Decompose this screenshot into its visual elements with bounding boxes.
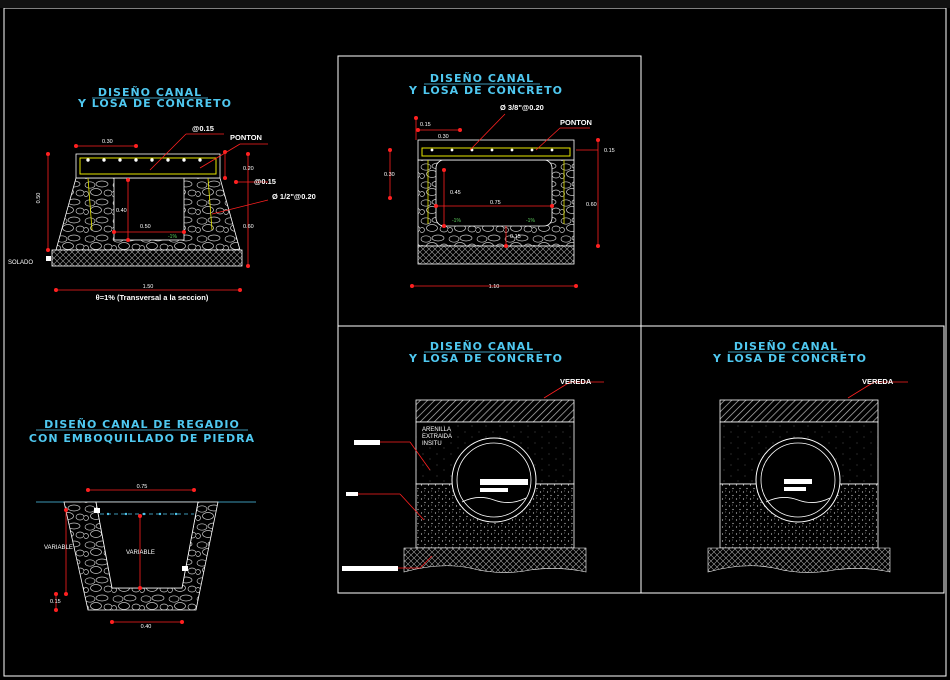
- panel-a-dim-left: 0.50: [36, 193, 42, 204]
- panel-b-dim-right: 0.60: [586, 202, 597, 208]
- panel-e-water-section: [95, 501, 199, 589]
- panel-e-dim-bottom-width: 0.40: [141, 624, 152, 630]
- panel-e-label-variable-mid: VARIABLE: [126, 550, 155, 556]
- panel-b-slope-left: -1%: [452, 218, 461, 224]
- panel-d-pipe-tag1: [784, 479, 812, 484]
- panel-d-pipe-tag2: [784, 487, 806, 491]
- panel-c-pipe-tag1: [480, 479, 528, 485]
- panel-b-dim-left: 0.30: [384, 172, 395, 178]
- panel-c-fill-note-2: EXTRAIDA: [422, 434, 452, 440]
- panel-c-pipe-section[interactable]: DISEÑO CANAL Y LOSA DE CONCRETO ARENILLA…: [342, 340, 604, 573]
- panel-d-pipe-section[interactable]: DISEÑO CANAL Y LOSA DE CONCRETO VEREDA: [707, 340, 908, 573]
- panel-c-fill-note-3: INSITU: [422, 441, 442, 447]
- panel-c-leader-tag1: [354, 440, 380, 445]
- panel-e-title-line2: CON EMBOQUILLADO DE PIEDRA: [29, 432, 255, 445]
- panel-a-dim-inner-h: 0.40: [116, 208, 127, 214]
- panel-b-label-ponton: PONTON: [560, 118, 592, 127]
- panel-a-canal-section[interactable]: DISEÑO CANAL Y LOSA DE CONCRETO SOLADO: [8, 86, 316, 302]
- panel-b-slab: [417, 139, 575, 161]
- panel-b-slope-right: -1%: [526, 218, 535, 224]
- panel-d-title-line1: DISEÑO CANAL: [734, 340, 838, 353]
- panel-b-label-rebar: Ø 3/8"@0.20: [500, 103, 544, 112]
- panel-a-label-solado: SOLADO: [8, 260, 33, 266]
- panel-a-title-line2: Y LOSA DE CONCRETO: [77, 97, 232, 110]
- panel-d-vereda: [719, 399, 879, 423]
- sheet-top-band: [0, 0, 950, 8]
- panel-c-vereda: [415, 399, 575, 423]
- panel-c-water-line: [461, 497, 527, 503]
- panel-a-slope: -1%: [168, 234, 177, 240]
- slab-rebar: [79, 157, 217, 175]
- panel-a-dim-top: 0.30: [102, 139, 113, 145]
- panel-c-title-line2: Y LOSA DE CONCRETO: [408, 352, 563, 365]
- panel-b-canal-section[interactable]: DISEÑO CANAL Y LOSA DE CONCRETO: [384, 72, 615, 290]
- panel-a-dim-total: 1.50: [143, 284, 154, 290]
- panel-b-solado: [417, 245, 575, 265]
- panel-c-title-line1: DISEÑO CANAL: [430, 340, 534, 353]
- panel-e-dim-top: 0.75: [137, 484, 148, 490]
- panel-b-dim-slab: 0.15: [604, 148, 615, 154]
- panel-c-fill-note-1: ARENILLA: [422, 427, 451, 433]
- panel-a-title-line1: DISEÑO CANAL: [98, 86, 202, 99]
- panel-a-dim-slab: 0.20: [243, 166, 254, 172]
- panel-e-label-variable-left: VARIABLE: [44, 545, 73, 551]
- panel-a-label-rebar-top: @0.15: [192, 124, 214, 133]
- panel-b-slab-rebar: [421, 147, 571, 157]
- panel-b-dim-bottom-small: 0.15: [510, 234, 521, 240]
- panel-c-ground: [403, 547, 587, 573]
- panel-e-title-line1: DISEÑO CANAL DE REGADIO: [44, 418, 240, 431]
- panel-b-dim-inner-h: 0.45: [450, 190, 461, 196]
- panel-a-label-rebar-diag: Ø 1/2"@0.20: [272, 192, 316, 201]
- panel-c-pipe-tag2: [480, 488, 508, 492]
- panel-d-label-vereda: VEREDA: [862, 377, 894, 386]
- panel-b-dim-top-small: 0.15: [420, 122, 431, 128]
- panel-b-title-line1: DISEÑO CANAL: [430, 72, 534, 85]
- panel-e-irrigation-canal[interactable]: DISEÑO CANAL DE REGADIO CON EMBOQUILLADO…: [29, 418, 256, 630]
- panel-c-label-vereda: VEREDA: [560, 377, 592, 386]
- panel-b-dim-total: 1.10: [489, 284, 500, 290]
- panel-d-title-line2: Y LOSA DE CONCRETO: [712, 352, 867, 365]
- panel-a-dim-inner-w: 0.50: [140, 224, 151, 230]
- panel-a-label-rebar-side: @0.15: [254, 177, 276, 186]
- panel-a-dim-right: 0.60: [243, 224, 254, 230]
- panel-d-water-line: [765, 497, 831, 503]
- solado-base: [51, 249, 243, 267]
- panel-d-ground: [707, 547, 891, 573]
- panel-b-title-line2: Y LOSA DE CONCRETO: [408, 84, 563, 97]
- panel-e-dim-bottom-thick: 0.15: [50, 599, 61, 605]
- channel-void: [113, 177, 185, 241]
- panel-a-footnote: θ=1% (Transversal a la seccion): [96, 293, 209, 302]
- panel-c-leader-tag2: [346, 492, 358, 496]
- panel-c-leader-tag3: [342, 566, 398, 571]
- panel-a-label-ponton: PONTON: [230, 133, 262, 142]
- panel-b-dim-inner-w: 0.75: [490, 200, 501, 206]
- panel-b-dim-top-width: 0.30: [438, 134, 449, 140]
- panel-d-frame: [640, 325, 945, 594]
